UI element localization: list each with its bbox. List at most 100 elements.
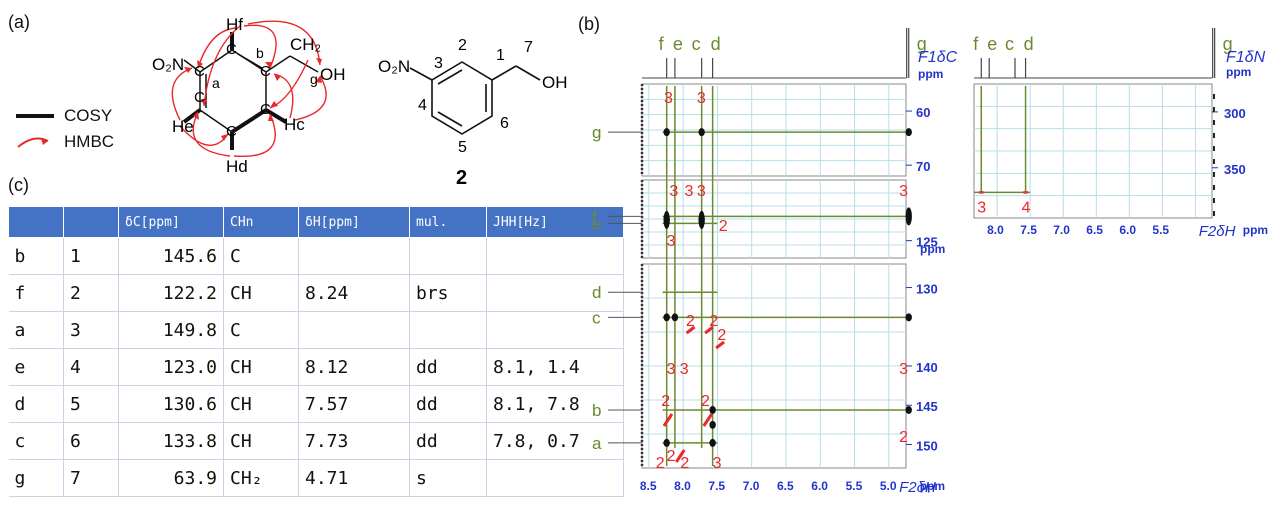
f1-axis-unit: ppm bbox=[1226, 65, 1251, 79]
table-cell bbox=[486, 459, 624, 497]
table-cell bbox=[298, 237, 410, 275]
table-cell: s bbox=[409, 459, 487, 497]
table-cell: dd bbox=[409, 348, 487, 386]
x-tick-label: 8.5 bbox=[640, 479, 657, 493]
x-tick-label: 5.5 bbox=[1152, 223, 1169, 237]
hmbc-number: 3 bbox=[713, 455, 722, 472]
table-cell: C bbox=[223, 311, 299, 349]
table-cell: 1 bbox=[63, 237, 119, 275]
y-tick-label: 145 bbox=[916, 399, 938, 414]
hmbc-arrow bbox=[662, 413, 674, 427]
table-cell: CH bbox=[223, 385, 299, 423]
f2-axis-label: F2δH bbox=[899, 479, 936, 496]
cross-peak bbox=[1022, 190, 1029, 194]
cross-peak bbox=[709, 420, 716, 429]
hmbc-number: 3 bbox=[667, 361, 676, 378]
hmbc-number: 2 bbox=[661, 393, 670, 410]
table-cell: 8.1, 1.4 bbox=[486, 348, 624, 386]
table-cell: 7 bbox=[63, 459, 119, 497]
f1-unit-mid: ppm bbox=[920, 242, 945, 256]
f2-axis-unit: ppm bbox=[920, 479, 945, 493]
table-header-5: mul. bbox=[409, 206, 487, 238]
top-peak-label-f: f bbox=[973, 34, 979, 54]
row-label: d bbox=[592, 283, 601, 302]
cross-peak bbox=[978, 190, 985, 194]
table-cell: C bbox=[223, 237, 299, 275]
ch2-label: CH₂ bbox=[290, 35, 321, 54]
num-7: 7 bbox=[524, 39, 533, 56]
atom-a: a bbox=[212, 75, 220, 91]
y-tick-label: 60 bbox=[916, 105, 930, 120]
table-cell: 133.8 bbox=[118, 422, 224, 460]
structure-diagram: O₂N Hf C b C CH₂ g OH C a C He C C Hc Hd bbox=[152, 15, 346, 176]
table-cell: CH bbox=[223, 422, 299, 460]
table-cell bbox=[486, 237, 624, 275]
x-tick-label: 8.0 bbox=[987, 223, 1004, 237]
hmbc-number: 2 bbox=[719, 218, 728, 235]
table-cell bbox=[486, 274, 624, 312]
cross-peak bbox=[709, 405, 716, 414]
atom-c-lower-right: C bbox=[260, 101, 271, 118]
hmbc-number: 2 bbox=[701, 393, 710, 410]
hmbc-number: 2 bbox=[667, 448, 676, 465]
y-tick-label: 70 bbox=[916, 159, 930, 174]
table-cell: c bbox=[8, 422, 64, 460]
top-peak-label-g: g bbox=[917, 34, 927, 54]
x-tick-label: 7.5 bbox=[708, 479, 725, 493]
hmbc-number: 2 bbox=[656, 455, 665, 472]
table-header-6: JHH[Hz] bbox=[486, 206, 624, 238]
cross-peak bbox=[905, 207, 912, 226]
x-tick-label: 6.5 bbox=[1086, 223, 1103, 237]
table-cell bbox=[409, 237, 487, 275]
y-tick-label: 350 bbox=[1224, 162, 1246, 177]
f2-axis-unit: ppm bbox=[1243, 223, 1268, 237]
table-cell: 123.0 bbox=[118, 348, 224, 386]
table-cell: 2 bbox=[63, 274, 119, 312]
legend-cosy-label: COSY bbox=[64, 106, 113, 125]
atom-c-top: C bbox=[226, 41, 237, 58]
top-peak-label-e: e bbox=[987, 34, 997, 54]
table-cell bbox=[298, 311, 410, 349]
atom-c-right: C bbox=[260, 63, 271, 80]
oh-label-2: OH bbox=[542, 73, 568, 92]
hmbc-number: 2 bbox=[686, 313, 695, 330]
oh-label: OH bbox=[320, 65, 346, 84]
table-cell: dd bbox=[409, 385, 487, 423]
table-header-4: δH[ppm] bbox=[298, 206, 410, 238]
f2-axis-label: F2δH bbox=[1199, 223, 1236, 240]
hmbc-arrow bbox=[675, 449, 686, 463]
table-cell: 130.6 bbox=[118, 385, 224, 423]
table-cell bbox=[486, 311, 624, 349]
cross-peak bbox=[663, 438, 670, 447]
row-label: e bbox=[592, 214, 601, 233]
table-cell: 149.8 bbox=[118, 311, 224, 349]
hmbc-arrow bbox=[715, 340, 725, 350]
hmbc-number: 3 bbox=[669, 183, 678, 200]
cross-peak bbox=[671, 313, 679, 322]
x-tick-label: 8.0 bbox=[674, 479, 691, 493]
atom-c-bottom: C bbox=[226, 123, 237, 140]
hmbc-number: 2 bbox=[717, 327, 726, 344]
hmbc-number: 4 bbox=[1022, 199, 1031, 216]
panel-label-c: (c) bbox=[8, 175, 29, 195]
table-cell: 8.12 bbox=[298, 348, 410, 386]
top-peak-label-e: e bbox=[673, 34, 683, 54]
table-cell: 122.2 bbox=[118, 274, 224, 312]
num-5: 5 bbox=[458, 139, 467, 156]
table-header-3: CHn bbox=[223, 206, 299, 238]
hmbc-number: 2 bbox=[899, 429, 908, 446]
atom-hf: Hf bbox=[226, 15, 243, 34]
panel-label-a: (a) bbox=[8, 12, 30, 32]
top-peak-label-d: d bbox=[711, 34, 721, 54]
row-label: f bbox=[592, 207, 597, 226]
table-cell: brs bbox=[409, 274, 487, 312]
row-label: c bbox=[592, 308, 601, 327]
table-cell: 7.73 bbox=[298, 422, 410, 460]
